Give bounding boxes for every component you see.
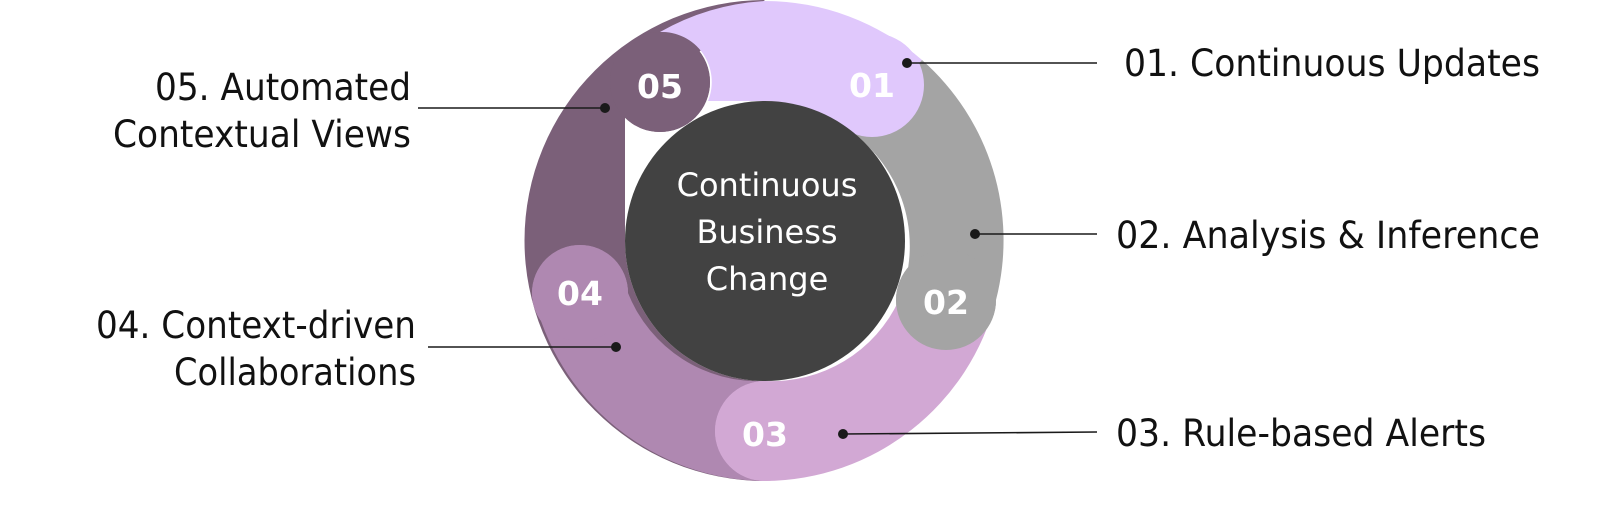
segment-01-cap-overlay bbox=[820, 33, 924, 137]
step-label-02: 02. Analysis & Inference bbox=[1116, 214, 1540, 257]
segment-01-tail bbox=[660, 1, 765, 101]
center-line-1: Continuous bbox=[677, 166, 858, 204]
step-number-04: 04 bbox=[557, 274, 603, 313]
step-label-05-line-2: Contextual Views bbox=[113, 113, 411, 156]
leader-01 bbox=[902, 58, 1097, 68]
step-number-02: 02 bbox=[923, 283, 969, 322]
leader-04 bbox=[428, 342, 621, 352]
step-label-05-line-1: 05. Automated bbox=[155, 66, 411, 109]
segment-02-cap-overlay bbox=[896, 250, 996, 350]
center-line-3: Change bbox=[706, 260, 829, 298]
step-label-04-line-2: Collaborations bbox=[174, 351, 416, 394]
center-circle bbox=[625, 101, 905, 381]
leader-03 bbox=[838, 429, 1098, 439]
step-number-03: 03 bbox=[742, 415, 788, 454]
leader-02 bbox=[970, 229, 1097, 239]
center-line-2: Business bbox=[696, 213, 837, 251]
segment-04-shape bbox=[533, 293, 765, 481]
segment-03 bbox=[532, 245, 996, 481]
step-number-05: 05 bbox=[637, 67, 683, 106]
segment-03-cap bbox=[715, 381, 815, 481]
step-label-01: 01. Continuous Updates bbox=[1124, 42, 1540, 85]
step-number-01: 01 bbox=[849, 66, 895, 105]
segment-04-cap-overlay bbox=[532, 245, 628, 341]
step-label-04-line-1: 04. Context-driven bbox=[96, 304, 416, 347]
segment-05-cap-overlay bbox=[610, 32, 710, 132]
leader-05 bbox=[418, 103, 610, 113]
step-label-03: 03. Rule-based Alerts bbox=[1116, 412, 1486, 455]
